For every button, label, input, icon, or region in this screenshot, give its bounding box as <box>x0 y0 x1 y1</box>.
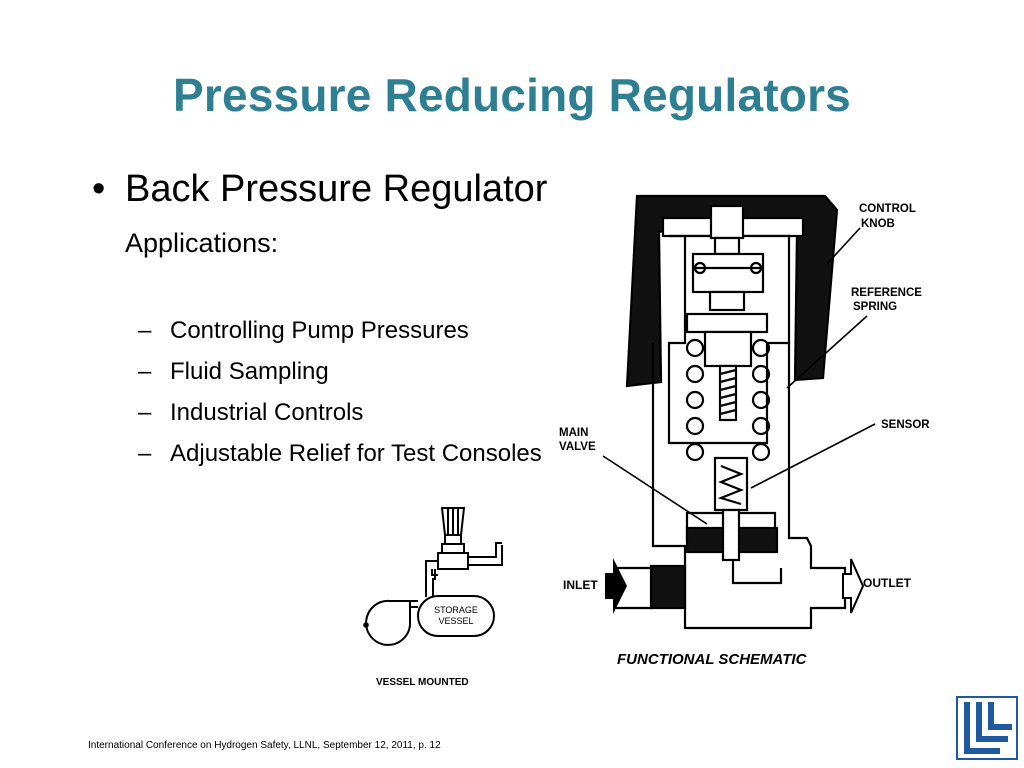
list-item: –Fluid Sampling <box>138 358 329 385</box>
bullet-dot: • <box>92 168 106 210</box>
list-item-text: Controlling Pump Pressures <box>170 317 469 344</box>
control-knob-label-1: CONTROL <box>859 203 916 215</box>
functional-schematic-caption: FUNCTIONAL SCHEMATIC <box>617 651 808 668</box>
llnl-logo <box>956 696 1018 760</box>
adjust-stem <box>709 204 745 240</box>
spring-plate <box>685 312 769 334</box>
list-item: –Industrial Controls <box>138 399 364 426</box>
list-item: –Adjustable Relief for Test Consoles <box>138 440 542 467</box>
inlet-label: INLET <box>563 578 598 592</box>
valve-body <box>651 343 847 630</box>
outlet-label: OUTLET <box>863 576 912 590</box>
reference-spring-leader <box>786 315 868 389</box>
applications-list: –Controlling Pump Pressures –Fluid Sampl… <box>138 314 542 478</box>
inlet-arrow-icon <box>605 558 627 614</box>
main-valve-label-2: VALVE <box>559 441 596 453</box>
footer-text: International Conference on Hydrogen Saf… <box>88 740 441 751</box>
slide-title: Pressure Reducing Regulators <box>173 69 851 121</box>
storage-vessel-label-1: STORAGE <box>434 605 478 615</box>
control-knob-label-2: KNOB <box>861 218 895 230</box>
sensor-label: SENSOR <box>881 419 930 431</box>
storage-vessel <box>417 595 495 637</box>
list-item: –Controlling Pump Pressures <box>138 317 469 344</box>
pump-icon <box>363 599 418 646</box>
reference-spring <box>685 338 771 462</box>
storage-vessel-label-2: VESSEL <box>438 616 473 626</box>
main-valve-leader <box>602 455 708 525</box>
threaded-screw <box>718 364 738 422</box>
applications-label: Applications: <box>125 228 279 258</box>
sensor-piston <box>713 456 749 512</box>
vessel-pipe <box>432 569 436 599</box>
reference-spring-label-1: REFERENCE <box>851 287 922 299</box>
vessel-mounted-figure: STORAGE VESSEL VESSEL MOUNTED <box>363 507 503 688</box>
vessel-mounted-caption: VESSEL MOUNTED <box>376 677 469 688</box>
functional-schematic: CONTROL KNOB REFERENCE SPRING SENSOR MAI… <box>559 194 930 668</box>
list-item-text: Industrial Controls <box>170 399 364 426</box>
list-item-text: Fluid Sampling <box>170 358 329 385</box>
main-valve-label-1: MAIN <box>559 427 588 439</box>
small-regulator-icon <box>425 507 503 576</box>
list-item-text: Adjustable Relief for Test Consoles <box>170 440 542 467</box>
control-knob <box>625 194 839 388</box>
main-bullet: • Back Pressure Regulator <box>92 168 547 211</box>
outlet-arrow-icon <box>842 558 865 614</box>
sensor-leader <box>750 423 876 489</box>
reference-spring-label-2: SPRING <box>853 301 897 313</box>
main-bullet-text: Back Pressure Regulator <box>125 168 548 210</box>
control-knob-leader <box>826 227 861 265</box>
inlet-port <box>649 564 687 610</box>
